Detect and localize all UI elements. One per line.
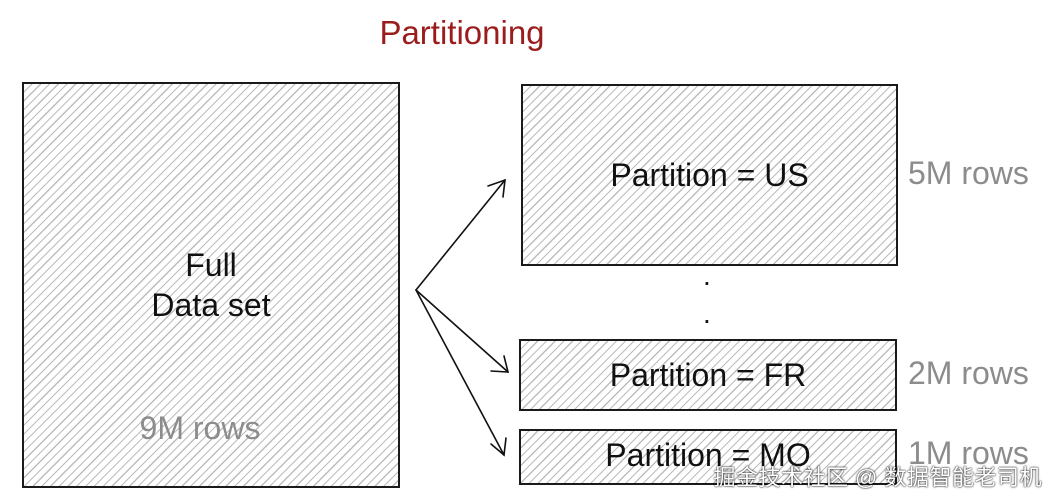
- arrow-to-us: [415, 179, 506, 291]
- full-dataset-row-count: 9M rows: [139, 410, 261, 446]
- partition-fr-box: [519, 339, 897, 411]
- arrow-to-fr: [415, 289, 509, 373]
- partition-mo-row-count: 1M rows: [908, 435, 1029, 471]
- ellipsis-dot: .: [703, 260, 711, 291]
- diagram-title: Partitioning: [379, 14, 545, 51]
- partition-fr-label: Partition = FR: [609, 357, 807, 393]
- full-dataset-box: [22, 82, 400, 488]
- ellipsis-dot: .: [703, 298, 711, 329]
- partition-us-box: [521, 84, 898, 266]
- arrowhead-fr: [490, 355, 510, 373]
- arrowhead-us: [487, 178, 506, 198]
- partition-mo-label: Partition = MO: [605, 437, 811, 473]
- full-dataset-label: Full Data set: [22, 245, 400, 325]
- partition-mo-box: [519, 429, 897, 485]
- arrowhead-mo: [490, 437, 507, 457]
- partition-us-label: Partition = US: [610, 157, 809, 193]
- full-dataset-label-line1: Full: [185, 247, 237, 283]
- full-dataset-label-line2: Data set: [151, 287, 271, 323]
- arrow-to-mo: [415, 289, 505, 456]
- partition-fr-row-count: 2M rows: [908, 355, 1029, 391]
- watermark: 掘金技术社区 @ 数据智能老司机: [713, 465, 1042, 490]
- partition-us-row-count: 5M rows: [908, 155, 1029, 191]
